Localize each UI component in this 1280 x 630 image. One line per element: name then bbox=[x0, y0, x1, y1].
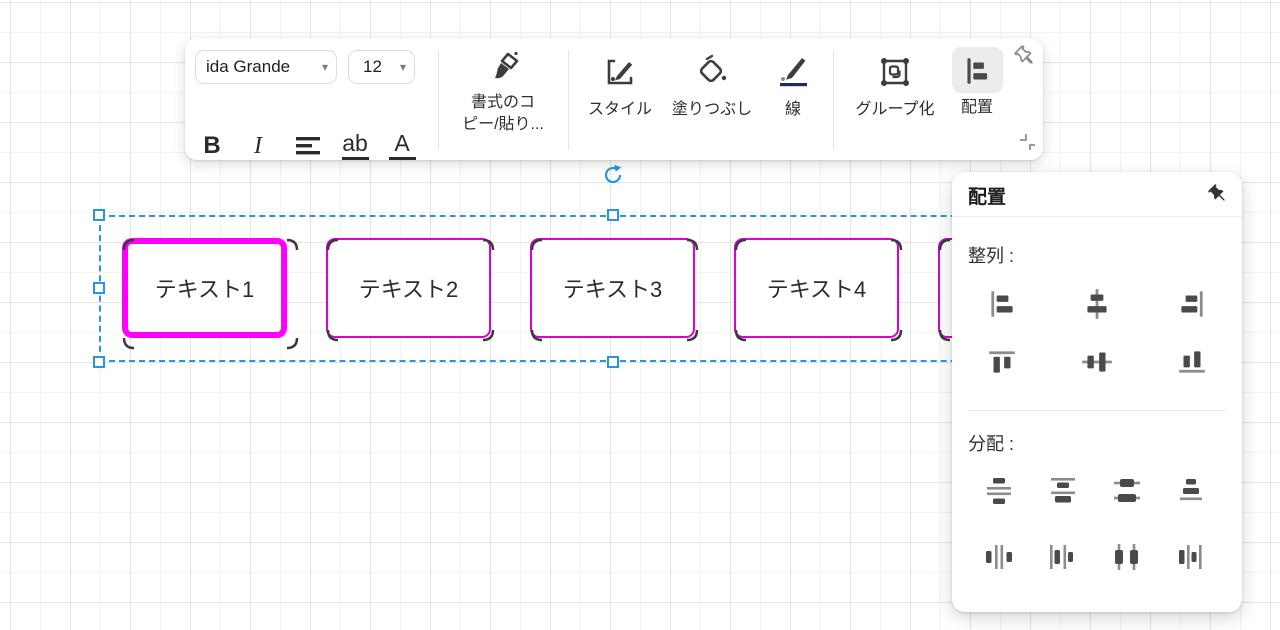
distribute-section-label: 分配 : bbox=[968, 434, 1015, 454]
fill-label: 塗りつぶし bbox=[671, 101, 753, 118]
align-lines-icon bbox=[296, 137, 320, 155]
distribute-vertical-spacing-button[interactable] bbox=[977, 469, 1021, 513]
italic-label: I bbox=[254, 132, 262, 159]
panel-pin-icon[interactable] bbox=[1206, 182, 1230, 206]
style-label: スタイル bbox=[587, 101, 652, 118]
font-size-select[interactable]: 12 ▾ bbox=[348, 50, 415, 84]
shape-text2[interactable]: テキスト2 bbox=[326, 238, 495, 342]
font-color-button[interactable]: A bbox=[382, 126, 422, 166]
distribute-horizontal-left-button[interactable] bbox=[1041, 535, 1085, 579]
toolbar-divider bbox=[568, 50, 569, 150]
distribute-horizontal-center-button[interactable] bbox=[1105, 535, 1149, 579]
group-button[interactable]: グループ化 bbox=[847, 54, 943, 121]
align-left-button[interactable] bbox=[980, 282, 1024, 326]
chevron-down-icon: ▾ bbox=[399, 60, 406, 74]
toolbar-pin-icon[interactable] bbox=[1013, 44, 1037, 68]
toolbar-resize-corner-icon[interactable] bbox=[1019, 132, 1041, 154]
arrange-panel-title: 配置 bbox=[968, 187, 1007, 208]
align-section-label: 整列 : bbox=[968, 246, 1015, 266]
group-label: グループ化 bbox=[855, 101, 935, 118]
distribute-vertical-bottom-button[interactable] bbox=[1169, 469, 1213, 513]
selection-handle-bottom-center[interactable] bbox=[607, 356, 619, 368]
format-painter-button[interactable]: 書式のコ ピー/貼り... bbox=[457, 50, 549, 136]
underline-bar bbox=[341, 157, 369, 160]
text-align-button[interactable] bbox=[288, 126, 328, 166]
bold-label: B bbox=[203, 132, 221, 159]
align-right-button[interactable] bbox=[1170, 282, 1214, 326]
format-painter-label-line1: 書式のコ bbox=[470, 94, 535, 111]
format-painter-icon bbox=[495, 51, 519, 79]
selection-handle-mid-left[interactable] bbox=[93, 282, 105, 294]
format-toolbar: ida Grande ▾ 12 ▾ B I ab A bbox=[185, 38, 1043, 160]
font-color-label: A bbox=[394, 130, 410, 156]
line-style-icon bbox=[780, 58, 807, 87]
arrange-align-icon bbox=[967, 58, 988, 84]
arrange-panel: 配置 整列 : bbox=[952, 172, 1242, 612]
toolbar-divider bbox=[833, 50, 834, 150]
style-button[interactable]: スタイル bbox=[578, 54, 662, 121]
underline-button[interactable]: ab bbox=[335, 126, 375, 166]
shape-label: テキスト1 bbox=[154, 277, 255, 302]
arrange-label: 配置 bbox=[960, 99, 993, 116]
panel-divider bbox=[968, 410, 1226, 411]
toolbar-divider bbox=[438, 50, 439, 150]
edit-style-icon bbox=[607, 59, 633, 85]
panel-divider bbox=[952, 216, 1242, 217]
shape-label: テキスト4 bbox=[766, 277, 867, 302]
align-top-button[interactable] bbox=[980, 340, 1024, 384]
shape-text1[interactable]: テキスト1 bbox=[122, 238, 299, 350]
bold-button[interactable]: B bbox=[192, 126, 232, 166]
distribute-horizontal-right-button[interactable] bbox=[1169, 535, 1213, 579]
italic-button[interactable]: I bbox=[238, 126, 278, 166]
selection-handle-top-left[interactable] bbox=[93, 209, 105, 221]
shape-text4[interactable]: テキスト4 bbox=[734, 238, 903, 342]
selection-handle-bottom-left[interactable] bbox=[93, 356, 105, 368]
font-size-value: 12 bbox=[363, 57, 382, 76]
underline-label: ab bbox=[342, 130, 368, 156]
chevron-down-icon: ▾ bbox=[321, 60, 328, 74]
line-label: 線 bbox=[784, 101, 801, 118]
distribute-vertical-top-button[interactable] bbox=[1041, 469, 1085, 513]
distribute-vertical-center-button[interactable] bbox=[1105, 469, 1149, 513]
arrange-button[interactable]: 配置 bbox=[947, 54, 1007, 119]
align-middle-button[interactable] bbox=[1075, 340, 1119, 384]
font-family-select[interactable]: ida Grande ▾ bbox=[195, 50, 337, 84]
arrange-button-active-background bbox=[952, 47, 1003, 93]
rotate-handle-icon[interactable] bbox=[602, 164, 624, 186]
font-color-bar bbox=[388, 157, 416, 160]
shape-label: テキスト3 bbox=[562, 277, 663, 302]
shape-label: テキスト2 bbox=[358, 277, 459, 302]
font-family-value: ida Grande bbox=[206, 57, 291, 76]
align-center-horizontal-button[interactable] bbox=[1075, 282, 1119, 326]
paint-bucket-icon bbox=[699, 54, 727, 83]
group-objects-icon bbox=[881, 58, 909, 86]
shape-text3[interactable]: テキスト3 bbox=[530, 238, 699, 342]
format-painter-label-line2: ピー/貼り... bbox=[462, 116, 544, 133]
selection-handle-top-center[interactable] bbox=[607, 209, 619, 221]
align-bottom-button[interactable] bbox=[1170, 340, 1214, 384]
line-button[interactable]: 線 bbox=[763, 54, 823, 121]
fill-button[interactable]: 塗りつぶし bbox=[666, 54, 758, 121]
distribute-horizontal-spacing-button[interactable] bbox=[977, 535, 1021, 579]
